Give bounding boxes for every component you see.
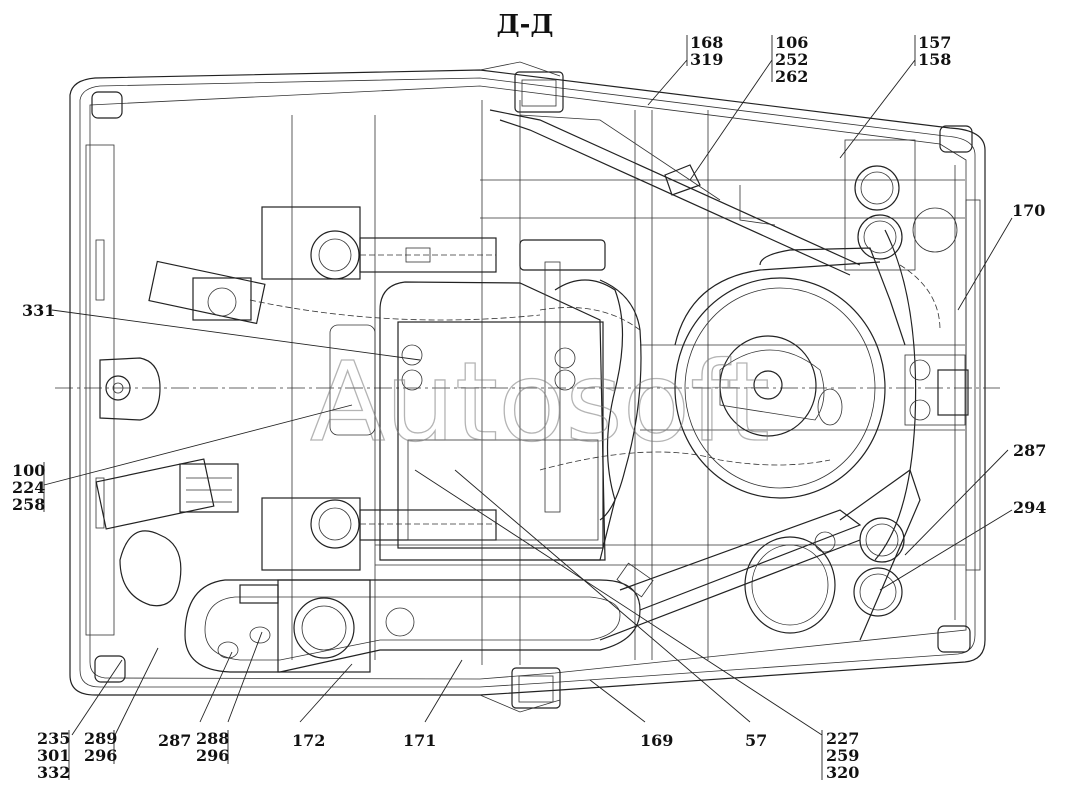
callout-332: 332 <box>37 763 70 782</box>
callout-320: 320 <box>826 763 859 782</box>
callout-252: 252 <box>775 50 808 69</box>
lower-duct <box>119 530 654 673</box>
callout-171: 171 <box>403 731 436 750</box>
callout-287-right: 287 <box>1013 441 1046 460</box>
central-console <box>329 239 642 561</box>
cab-frame <box>69 69 986 696</box>
callout-294: 294 <box>1013 498 1046 517</box>
callout-227: 227 <box>826 729 859 748</box>
watermark: Autosoft <box>310 338 770 466</box>
callout-287-bottom: 287 <box>158 731 191 750</box>
leader-lines <box>43 35 1013 780</box>
callout-301: 301 <box>37 746 70 765</box>
callout-331: 331 <box>22 301 55 320</box>
corner-brackets <box>91 61 973 713</box>
right-side-bracket <box>904 199 981 571</box>
callout-235: 235 <box>37 729 70 748</box>
hoses <box>539 264 941 471</box>
upper-mount <box>148 206 541 325</box>
section-title: Д-Д <box>496 10 553 40</box>
callout-106: 106 <box>775 33 808 52</box>
callout-172: 172 <box>292 731 325 750</box>
left-wall <box>55 144 1000 636</box>
callout-224: 224 <box>12 478 45 497</box>
callout-296-b: 296 <box>196 746 229 765</box>
callout-57: 57 <box>745 731 767 750</box>
callout-258: 258 <box>12 495 45 514</box>
callout-289: 289 <box>84 729 117 748</box>
callout-296: 296 <box>84 746 117 765</box>
callout-170: 170 <box>1012 201 1045 220</box>
callout-288: 288 <box>196 729 229 748</box>
callout-labels: 168 319 106 252 262 157 158 170 331 100 … <box>12 33 1046 782</box>
lower-right-heater <box>599 469 921 641</box>
callout-157: 157 <box>918 33 951 52</box>
lower-mount <box>95 458 497 571</box>
callout-169: 169 <box>640 731 673 750</box>
callout-168: 168 <box>690 33 723 52</box>
callout-319: 319 <box>690 50 723 69</box>
upper-right-ducts <box>489 109 958 620</box>
callout-158: 158 <box>918 50 951 69</box>
callout-262: 262 <box>775 67 808 86</box>
callout-100: 100 <box>12 461 45 480</box>
callout-259: 259 <box>826 746 859 765</box>
steering-wheel <box>674 229 917 561</box>
